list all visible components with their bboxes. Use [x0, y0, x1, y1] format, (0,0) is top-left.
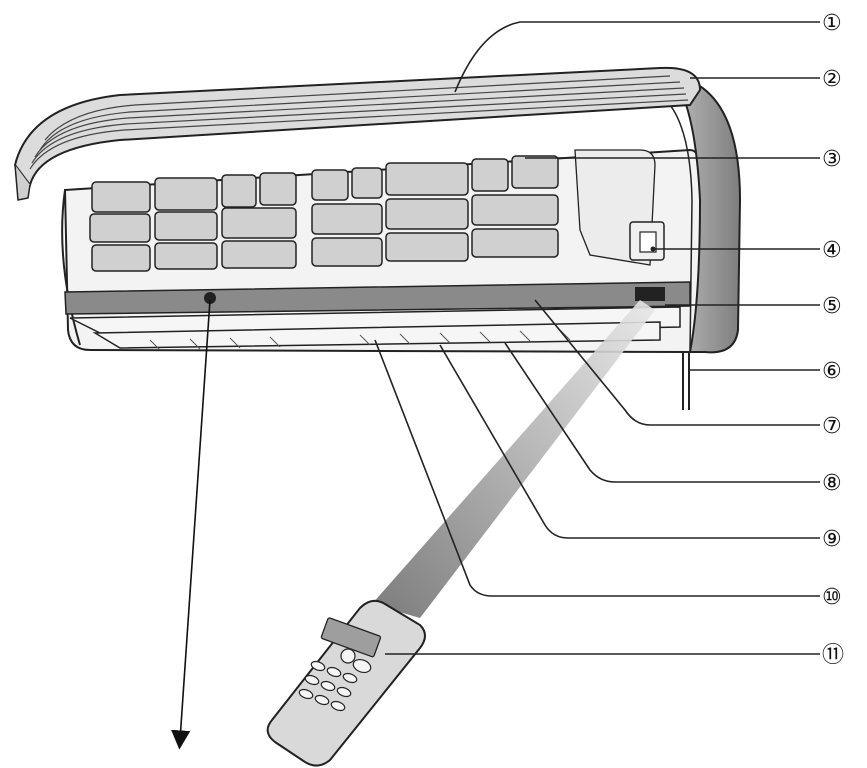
callout-11: ⑪ [822, 643, 844, 668]
callout-4: ④ [822, 238, 842, 263]
callout-labels: ① ② ③ ④ ⑤ ⑥ ⑦ ⑧ ⑨ ⑩ ⑪ [822, 11, 844, 668]
signal-receiver [635, 287, 665, 301]
signal-beam [372, 300, 655, 618]
callout-9: ⑨ [822, 527, 842, 552]
callout-1: ① [822, 11, 842, 36]
front-panel [13, 66, 702, 201]
display-strip [64, 281, 691, 315]
air-filter-right [311, 155, 559, 267]
piping [682, 352, 690, 410]
callout-3: ③ [822, 147, 842, 172]
callout-2: ② [822, 67, 842, 92]
callout-6: ⑥ [822, 359, 842, 384]
callout-7: ⑦ [822, 414, 842, 439]
callout-10: ⑩ [822, 585, 842, 610]
emergency-switch [629, 221, 665, 261]
pointer-arrow [171, 299, 211, 750]
callout-5: ⑤ [822, 294, 842, 319]
indicator-lamp [204, 292, 216, 304]
leader-lines [374, 21, 820, 655]
air-filter-left [89, 172, 297, 272]
remote-control [266, 599, 426, 767]
callout-8: ⑧ [822, 471, 842, 496]
louvers [69, 306, 681, 351]
